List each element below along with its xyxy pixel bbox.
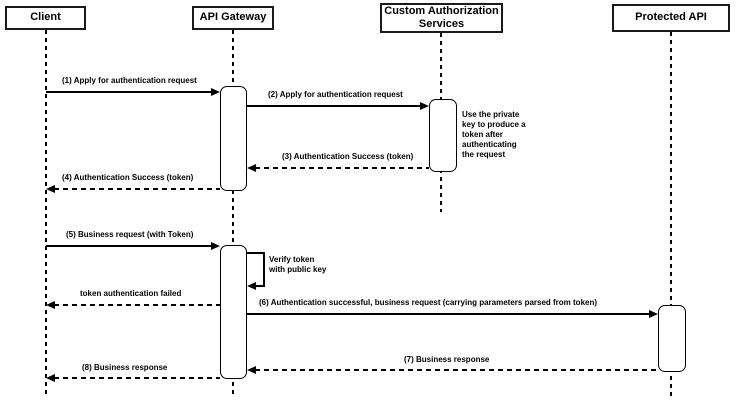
msg-6-auth-successful-arrowhead-icon [649, 310, 658, 318]
self-msg-verify-token-arrowhead-icon [247, 282, 256, 290]
msg-7-business-response-line [255, 369, 658, 371]
activation-api-gateway-2 [220, 245, 247, 379]
msg-token-auth-failed-arrowhead-icon [46, 301, 55, 309]
msg-4-auth-success-line [54, 188, 220, 190]
msg-1-apply-auth-arrowhead-icon [211, 88, 220, 96]
participant-api-gateway: API Gateway [192, 6, 274, 30]
msg-5-business-request-arrowhead-icon [211, 242, 220, 250]
msg-1-apply-auth-label: (1) Apply for authentication request [62, 76, 197, 85]
msg-4-auth-success-arrowhead-icon [46, 185, 55, 193]
msg-8-business-response-label: (8) Business response [82, 363, 168, 372]
msg-3-auth-success-line [255, 167, 429, 169]
participant-protected-api: Protected API [612, 4, 730, 32]
msg-3-auth-success-arrowhead-icon [247, 164, 256, 172]
msg-8-business-response-line [54, 377, 220, 379]
msg-5-business-request-label: (5) Business request (with Token) [66, 230, 194, 239]
participant-custom-auth: Custom Authorization Services [380, 3, 503, 33]
activation-protected-api [658, 305, 686, 372]
activation-api-gateway-1 [220, 86, 247, 191]
participant-client: Client [5, 6, 86, 30]
activation-custom-auth [429, 99, 457, 172]
lifeline-client [45, 30, 47, 398]
note-private-key: Use the private key to produce a token a… [462, 110, 526, 159]
msg-7-business-response-arrowhead-icon [247, 366, 256, 374]
lifeline-api-gateway [232, 30, 234, 398]
msg-2-apply-auth-arrowhead-icon [420, 102, 429, 110]
self-msg-verify-token-right-line [263, 252, 265, 287]
msg-7-business-response-label: (7) Business response [404, 355, 490, 364]
msg-token-auth-failed-label: token authentication failed [80, 289, 182, 298]
self-msg-verify-token-bottom-line [256, 285, 265, 287]
msg-4-auth-success-label: (4) Authentication Success (token) [62, 173, 194, 182]
lifeline-protected-api [670, 32, 672, 398]
self-msg-verify-token-label: Verify token with public key [269, 255, 327, 274]
msg-6-auth-successful-label: (6) Authentication successful, business … [259, 298, 598, 307]
msg-2-apply-auth-line [247, 105, 421, 107]
msg-8-business-response-arrowhead-icon [46, 374, 55, 382]
msg-token-auth-failed-line [54, 304, 220, 306]
msg-6-auth-successful-line [247, 313, 650, 315]
self-msg-verify-token-top-line [247, 252, 265, 254]
msg-5-business-request-line [46, 245, 212, 247]
msg-3-auth-success-label: (3) Authentication Success (token) [282, 152, 414, 161]
msg-1-apply-auth-line [46, 91, 212, 93]
msg-2-apply-auth-label: (2) Apply for authentication request [268, 90, 403, 99]
